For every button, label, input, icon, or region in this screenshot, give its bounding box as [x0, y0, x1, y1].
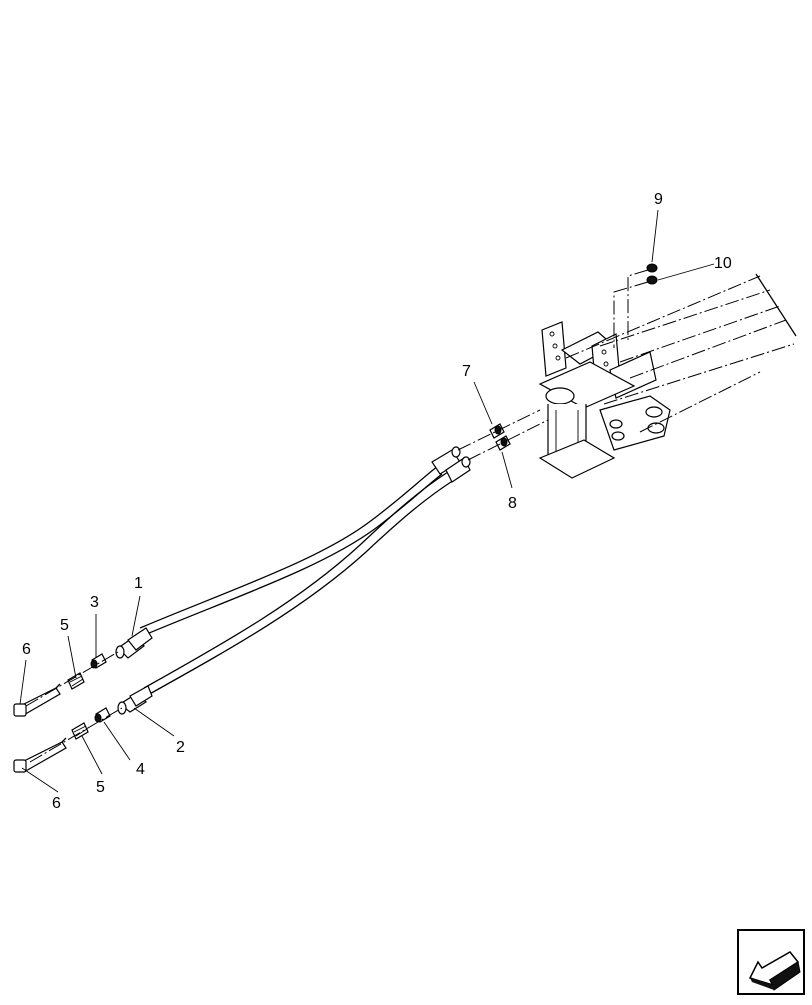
- fitting-8: [495, 435, 511, 451]
- callout-8: 8: [508, 495, 517, 512]
- centerline-valve-lower: [467, 419, 549, 461]
- fitting-5-upper: [67, 672, 85, 690]
- callout-4: 4: [136, 761, 145, 778]
- cap-6-lower: [13, 737, 67, 773]
- leader-lines: [19, 209, 715, 793]
- centerline-upper-left: [25, 651, 119, 707]
- nut-9: [646, 263, 658, 273]
- callout-9: 9: [654, 191, 663, 208]
- fitting-5-lower: [71, 722, 89, 740]
- hose-1-end-fitting: [115, 627, 153, 659]
- arrow-left-icon[interactable]: [737, 929, 805, 995]
- centerline-valve-upper: [457, 409, 541, 451]
- fitting-7: [489, 423, 505, 439]
- washer-10: [646, 275, 658, 285]
- hose-2: [143, 471, 455, 697]
- callout-2: 2: [176, 739, 185, 756]
- callout-5-lower: 5: [96, 779, 105, 796]
- callout-3: 3: [90, 594, 99, 611]
- centerline-lower-left: [29, 707, 123, 763]
- callout-6-lower: 6: [52, 795, 61, 812]
- fitting-4: [94, 707, 111, 723]
- callout-1: 1: [134, 575, 143, 592]
- fitting-3: [90, 653, 107, 669]
- callout-7: 7: [462, 363, 471, 380]
- hose-fittings-upper: [431, 446, 471, 483]
- callout-5-upper: 5: [60, 617, 69, 634]
- centerlines-right: [565, 269, 797, 433]
- callout-10: 10: [714, 255, 732, 272]
- hose-2-end-fitting: [117, 685, 153, 715]
- valve-mount-bracket: [538, 321, 671, 479]
- callout-6-upper: 6: [22, 641, 31, 658]
